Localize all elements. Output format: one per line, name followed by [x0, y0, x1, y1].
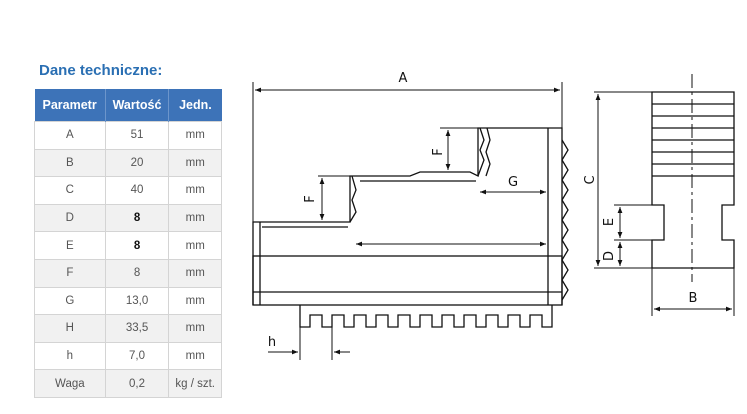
table-row: h 7,0 mm	[34, 341, 222, 371]
step-notch	[349, 175, 357, 223]
label-small-h: h	[268, 335, 276, 350]
table-row: E 8 mm	[34, 231, 222, 260]
step-notch	[485, 127, 491, 177]
dimension-b	[651, 268, 735, 316]
column-header-wartosc: Wartość	[105, 89, 170, 122]
jaw-end-view	[651, 91, 735, 269]
label-f-upper: F	[431, 148, 446, 155]
label-f-lower: F	[303, 195, 318, 202]
cell-param: H	[34, 314, 106, 343]
label-d: D	[602, 251, 617, 261]
table-row: A 51 mm	[34, 121, 222, 150]
label-g: G	[508, 175, 518, 190]
jaw-body	[252, 255, 563, 306]
label-c: C	[583, 175, 598, 184]
jaw-side-view	[252, 127, 569, 328]
end-view-outline	[651, 91, 735, 269]
column-header-jedn: Jedn.	[168, 89, 222, 122]
spec-table: Parametr Wartość Jedn. A 51 mm B 20 mm C…	[34, 89, 222, 398]
cell-param: B	[34, 148, 106, 178]
cell-unit: mm	[168, 176, 222, 205]
cell-value: 8	[104, 203, 170, 233]
cell-value: 51	[104, 121, 170, 150]
table-header-row: Parametr Wartość Jedn.	[34, 89, 222, 122]
cell-param: Waga	[34, 369, 106, 398]
jaw-outline	[252, 127, 563, 305]
table-row: F 8 mm	[34, 258, 222, 288]
jaw-bottom-teeth	[299, 305, 553, 328]
cell-param: D	[34, 203, 106, 233]
table-row: Waga 0,2 kg / szt.	[34, 369, 222, 398]
cell-unit: mm	[168, 258, 222, 288]
jaw-serrated-edge	[561, 139, 569, 301]
label-e: E	[602, 218, 617, 226]
dimension-small-h	[268, 327, 350, 360]
cell-value: 8	[104, 231, 170, 260]
cell-unit: mm	[168, 314, 222, 343]
column-header-parametr: Parametr	[34, 89, 106, 122]
cell-unit: mm	[168, 148, 222, 178]
table-row: H 33,5 mm	[34, 314, 222, 343]
cell-unit: mm	[168, 121, 222, 150]
label-a: A	[399, 71, 408, 86]
cell-unit: kg / szt.	[168, 369, 222, 398]
dimension-f-lower	[318, 175, 350, 220]
table-row: D 8 mm	[34, 203, 222, 233]
cell-unit: mm	[168, 341, 222, 371]
step-notch	[477, 127, 485, 177]
cell-param: h	[34, 341, 106, 371]
cell-value: 13,0	[104, 286, 170, 316]
cell-param: F	[34, 258, 106, 288]
cell-value: 7,0	[104, 341, 170, 371]
dimension-c	[594, 91, 652, 269]
label-b: B	[689, 291, 698, 306]
cell-value: 33,5	[104, 314, 170, 343]
cell-value: 0,2	[104, 369, 170, 398]
dimension-f-upper	[440, 127, 478, 170]
cell-unit: mm	[168, 286, 222, 316]
section-title: Dane techniczne:	[39, 62, 163, 79]
table-row: G 13,0 mm	[34, 286, 222, 316]
dimension-e	[614, 204, 652, 241]
dimension-d	[614, 242, 623, 269]
dimension-a	[252, 82, 563, 222]
